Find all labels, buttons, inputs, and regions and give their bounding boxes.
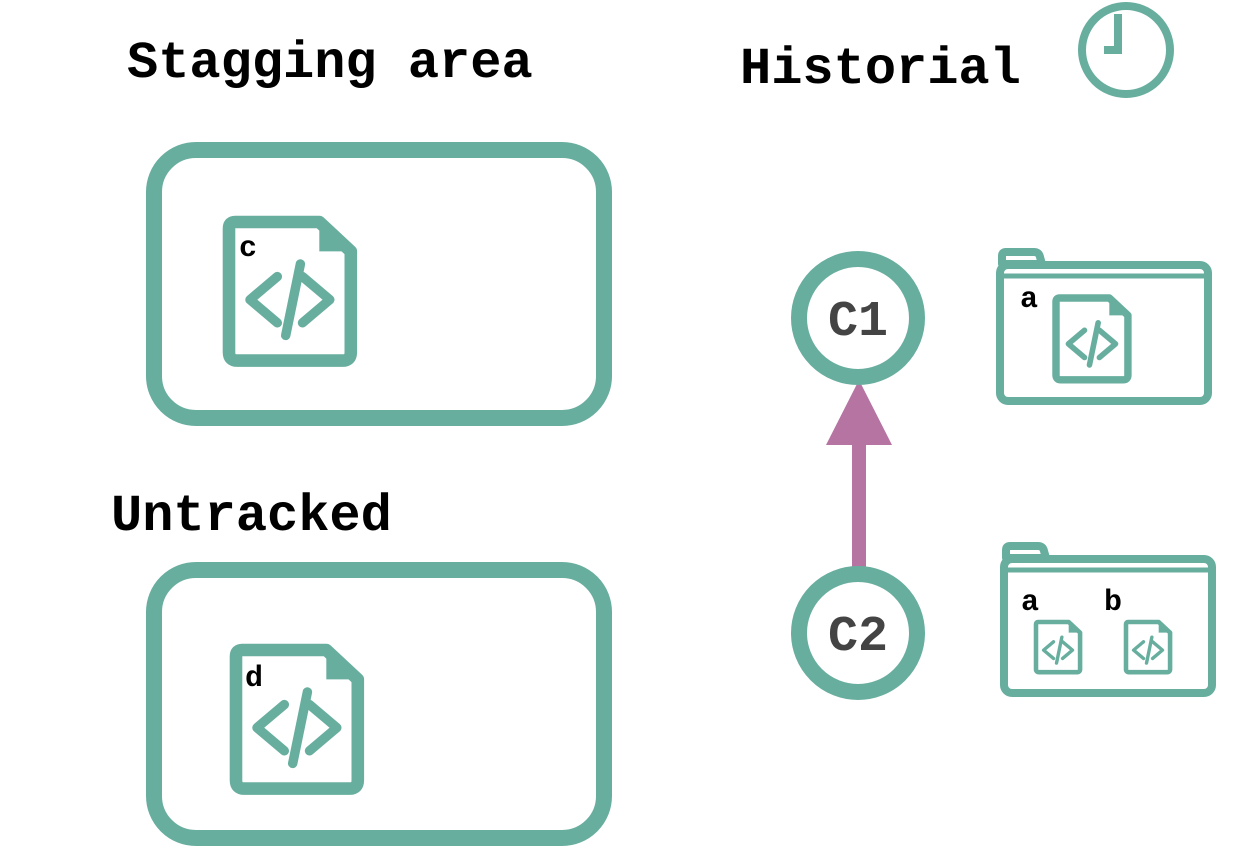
file-d-label: d bbox=[245, 662, 263, 696]
commit-c2-label: C2 bbox=[828, 609, 888, 666]
c2-file-a-label: a bbox=[1021, 586, 1039, 620]
untracked-title: Untracked bbox=[111, 487, 392, 546]
commit-c1: C1 bbox=[791, 251, 925, 385]
commit-c1-folder-icon bbox=[996, 248, 1212, 405]
commit-c1-label: C1 bbox=[828, 294, 888, 351]
commit-c2-folder-icon bbox=[1000, 542, 1216, 697]
file-c-label: c bbox=[239, 232, 257, 266]
clock-icon bbox=[1078, 2, 1174, 98]
untracked-area-box bbox=[146, 562, 612, 846]
history-title: Historial bbox=[740, 40, 1021, 99]
c2-file-b-label: b bbox=[1104, 586, 1122, 620]
c2-file-b-icon bbox=[1126, 622, 1170, 672]
c1-file-a-icon bbox=[1056, 298, 1128, 380]
c2-file-a-icon bbox=[1036, 622, 1080, 672]
parent-arrow bbox=[826, 380, 892, 570]
c1-file-a-label: a bbox=[1020, 283, 1038, 317]
staging-area-box bbox=[146, 142, 612, 426]
commit-c2: C2 bbox=[791, 566, 925, 700]
staging-title: Stagging area bbox=[127, 34, 533, 93]
